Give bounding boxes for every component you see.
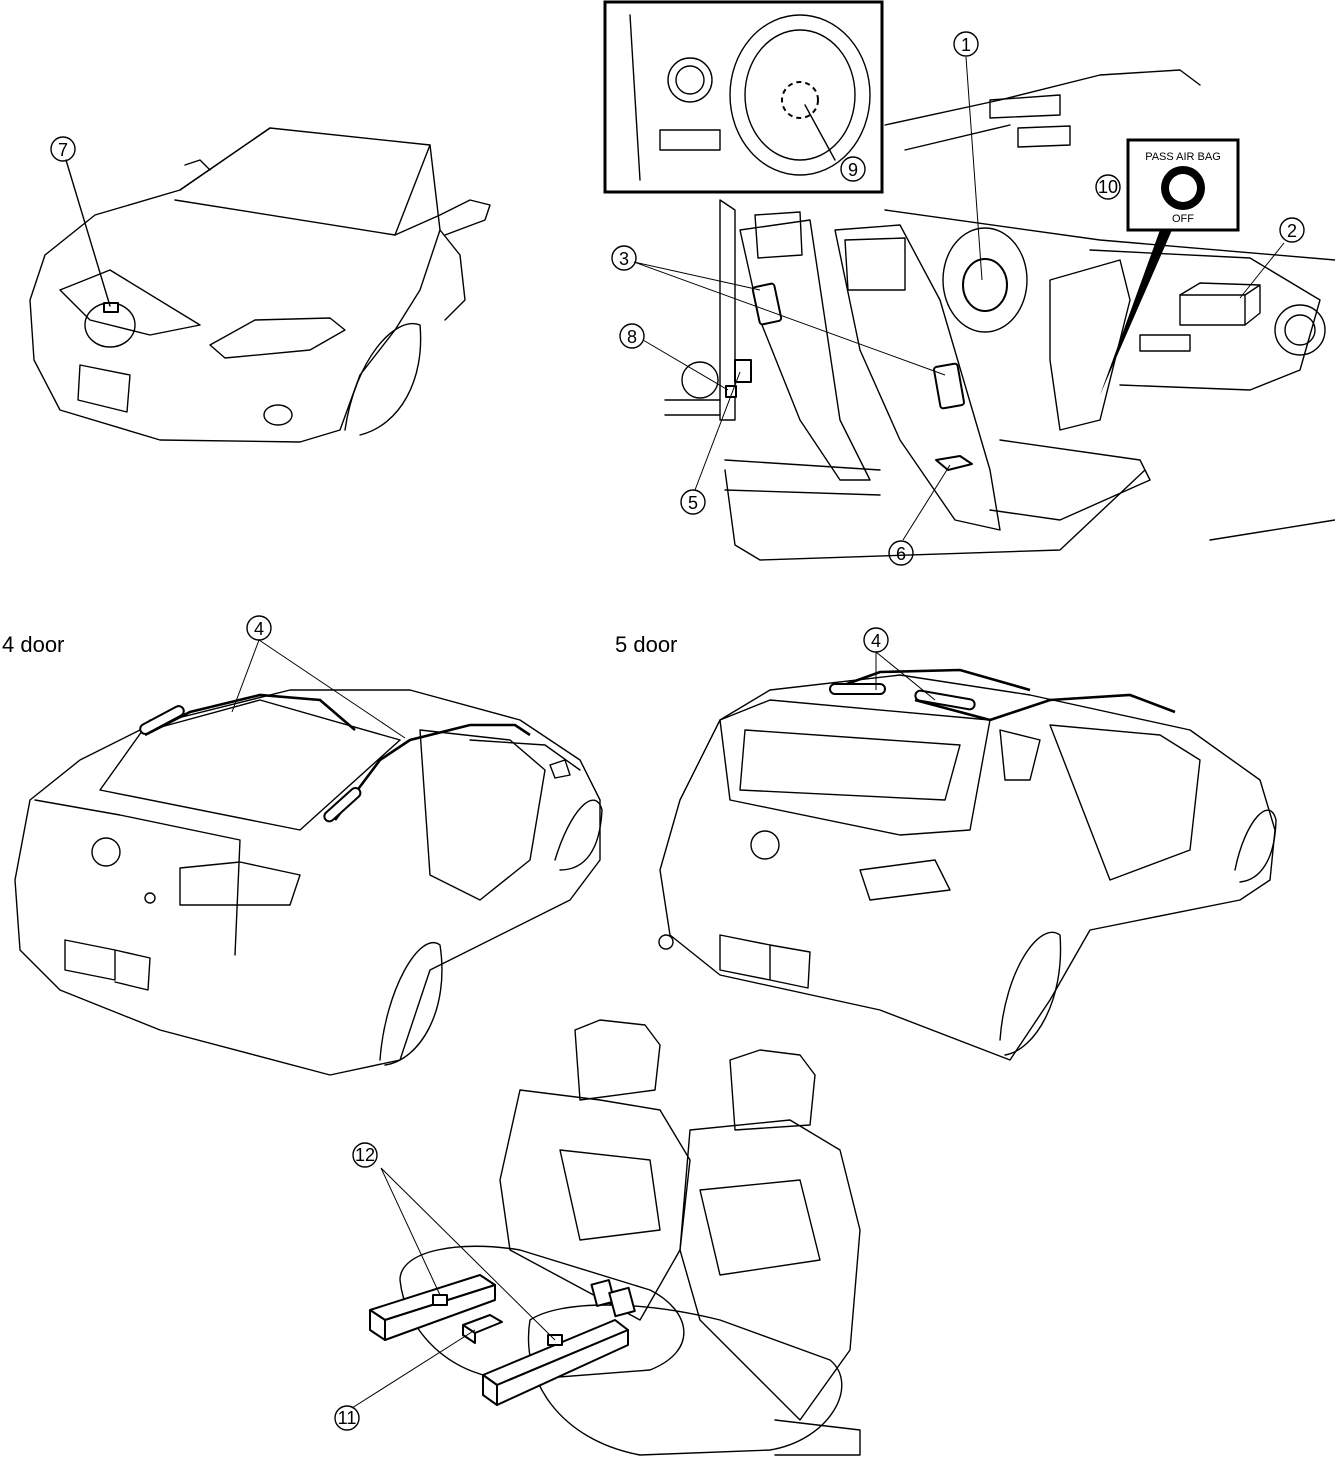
indicator-off-text: OFF — [1172, 213, 1194, 225]
leader-lines — [231, 56, 1285, 1409]
svg-text:7: 7 — [58, 140, 68, 160]
callout-1: 1 — [953, 31, 979, 57]
five-door-hatch-view — [658, 668, 1277, 1061]
svg-text:12: 12 — [355, 1145, 375, 1165]
steering-wheel-inset — [603, 0, 884, 194]
four-door-sedan-view — [14, 689, 603, 1076]
callouts: 1 2 3 4 4 5 6 7 8 9 10 11 12 — [50, 31, 1305, 1431]
svg-text:6: 6 — [896, 544, 906, 564]
svg-text:11: 11 — [338, 1408, 357, 1428]
svg-text:3: 3 — [619, 249, 629, 269]
svg-text:2: 2 — [1287, 221, 1297, 241]
front-car-view — [29, 127, 491, 443]
callout-3: 3 — [611, 245, 637, 271]
five-door-label: 5 door — [615, 632, 678, 657]
callout-5: 5 — [680, 489, 706, 515]
svg-text:5: 5 — [688, 493, 698, 513]
svg-text:1: 1 — [961, 35, 971, 55]
svg-text:10: 10 — [1098, 177, 1118, 197]
svg-text:4: 4 — [871, 631, 881, 651]
callout-9: 9 — [840, 156, 866, 182]
callout-4-hatch: 4 — [863, 627, 889, 653]
callout-12: 12 — [352, 1142, 378, 1168]
indicator-text: PASS AIR BAG — [1145, 151, 1221, 163]
callout-6: 6 — [888, 540, 914, 566]
svg-text:8: 8 — [627, 327, 637, 347]
svg-text:4: 4 — [254, 619, 264, 639]
callout-11: 11 — [334, 1405, 360, 1431]
callout-10: 10 — [1095, 174, 1121, 200]
callout-4-sedan: 4 — [246, 615, 272, 641]
svg-text:9: 9 — [848, 160, 858, 180]
callout-8: 8 — [619, 323, 645, 349]
interior-view: PASS AIR BAG OFF — [603, 0, 1335, 561]
callout-2: 2 — [1279, 217, 1305, 243]
seats-view — [369, 1019, 861, 1456]
four-door-label: 4 door — [2, 632, 65, 657]
callout-7: 7 — [50, 136, 76, 162]
